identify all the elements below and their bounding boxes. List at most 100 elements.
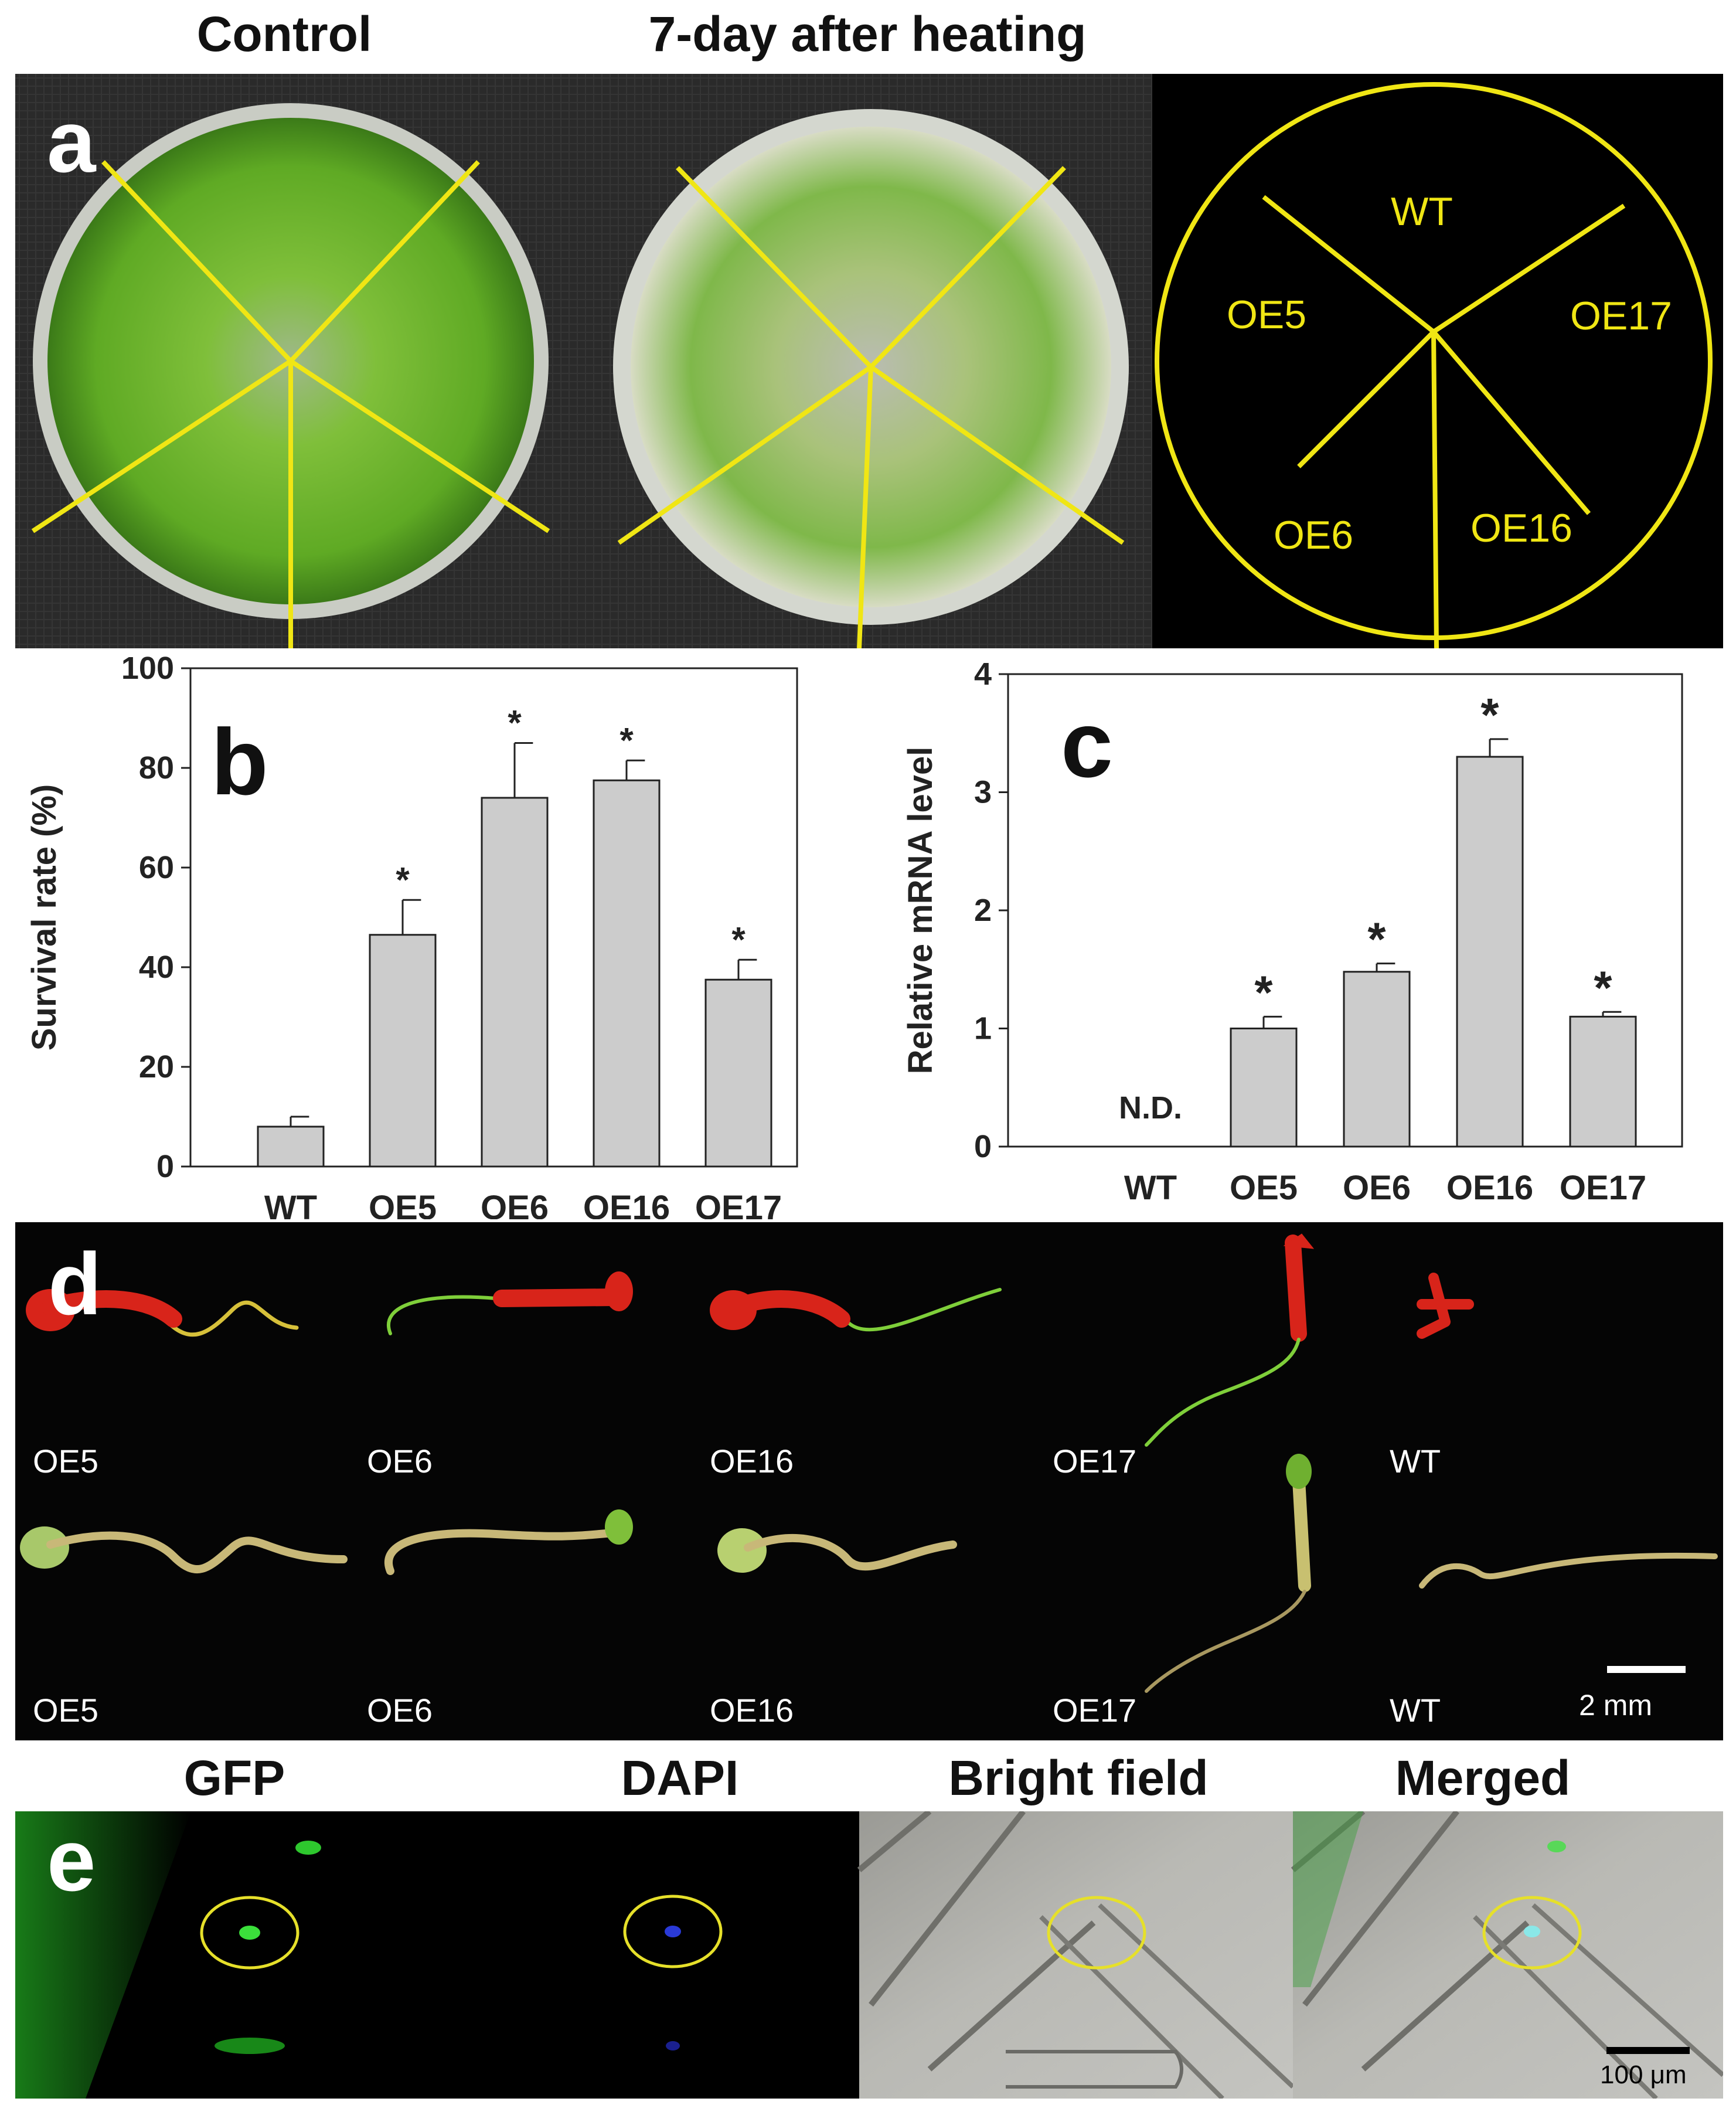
- sector-line-1-3: [869, 365, 1125, 545]
- row2-label-oe6: OE6: [367, 1692, 433, 1729]
- panel-d-label: d: [48, 1235, 102, 1333]
- bar: [593, 779, 661, 1168]
- significance-star: *: [1367, 913, 1386, 965]
- sector-line-2-4: [1431, 331, 1439, 649]
- bar: [1230, 1028, 1298, 1148]
- sector-line-2-3: [1431, 330, 1591, 515]
- significance-star: *: [619, 720, 634, 760]
- bar: [704, 978, 772, 1168]
- category-label: OE16: [583, 1189, 670, 1219]
- bar: [1569, 1015, 1637, 1148]
- y-tick-label: 2: [974, 893, 992, 928]
- panel-letter: c: [1061, 692, 1113, 797]
- sector-line-0-3: [289, 359, 550, 533]
- y-axis-label: Survival rate (%): [25, 784, 63, 1051]
- sector-label-oe6: OE6: [1274, 513, 1353, 557]
- panel-a: WT OE17 OE16 OE6 OE5 a: [15, 74, 1723, 649]
- y-tick-label: 20: [139, 1049, 174, 1084]
- y-tick-label: 3: [974, 775, 992, 810]
- y-axis-label: Relative mRNA level: [901, 747, 940, 1074]
- bar: [369, 934, 437, 1168]
- dapi-nucleus-circle: [623, 1895, 723, 1968]
- row2-label-wt: WT: [1390, 1692, 1441, 1729]
- row1-label-oe16: OE16: [710, 1443, 794, 1480]
- row1-label-oe5: OE5: [33, 1443, 99, 1480]
- significance-star: *: [396, 860, 410, 899]
- sector-line-1-2: [617, 365, 873, 545]
- fluorescence-row: [26, 1233, 1474, 1447]
- sector-line-0-2: [31, 359, 292, 533]
- sector-line-0-0: [101, 160, 292, 363]
- panel-a-header-control: Control: [196, 6, 372, 62]
- panel-e-image: [15, 1809, 1725, 2100]
- scale-bar-label-100um: 100 μm: [1600, 2060, 1687, 2089]
- sector-label-oe17: OE17: [1570, 294, 1672, 338]
- y-tick-label: 0: [156, 1149, 174, 1184]
- nd-annotation: N.D.: [1119, 1090, 1182, 1125]
- panel-e: e 100 μm: [15, 1809, 1725, 2100]
- panel-d: d OE5 OE6 OE16 OE17 WT OE5 OE6 OE16 OE17…: [15, 1222, 1723, 1740]
- sector-label-oe5: OE5: [1227, 293, 1306, 337]
- category-label: WT: [1124, 1169, 1177, 1207]
- sector-line-0-1: [289, 160, 480, 363]
- bar: [1343, 971, 1411, 1148]
- panel-e-header-dapi: DAPI: [621, 1750, 739, 1805]
- category-label: OE5: [369, 1189, 437, 1219]
- category-label: WT: [264, 1189, 317, 1219]
- sector-line-1-4: [857, 366, 873, 649]
- y-tick-label: 0: [974, 1129, 992, 1164]
- merged-image: [1293, 1811, 1723, 2099]
- y-tick-label: 100: [121, 651, 174, 686]
- category-label: OE16: [1446, 1169, 1533, 1207]
- panel-e-label: e: [47, 1811, 96, 1909]
- significance-star: *: [508, 703, 522, 743]
- row1-label-oe17: OE17: [1053, 1443, 1137, 1480]
- panel-d-image: [15, 1222, 1723, 1740]
- sector-line-2-1: [1432, 203, 1626, 334]
- row1-label-wt: WT: [1390, 1443, 1441, 1480]
- significance-star: *: [1594, 961, 1612, 1014]
- scale-bar-100um: [1606, 2047, 1690, 2054]
- y-tick-label: 4: [974, 657, 992, 692]
- significance-star: *: [1254, 966, 1273, 1018]
- scale-bar-2mm: [1607, 1666, 1686, 1673]
- row1-label-oe6: OE6: [367, 1443, 433, 1480]
- bar: [257, 1125, 325, 1168]
- bar: [481, 797, 549, 1168]
- panel-a-header-heating: 7-day after heating: [648, 6, 1087, 62]
- merged-nucleus-circle: [1482, 1896, 1582, 1970]
- panel-a-label: a: [47, 92, 96, 191]
- panel-a-image: WT OE17 OE16 OE6 OE5: [15, 74, 1723, 649]
- significance-star: *: [1480, 689, 1499, 741]
- row2-label-oe16: OE16: [710, 1692, 794, 1729]
- category-label: OE6: [1343, 1169, 1411, 1207]
- gfp-nucleus-circle: [200, 1896, 299, 1970]
- category-label: OE17: [1560, 1169, 1646, 1207]
- scale-bar-label-2mm: 2 mm: [1579, 1689, 1652, 1722]
- panel-e-header-bright-field: Bright field: [948, 1750, 1209, 1805]
- sector-line-1-0: [676, 166, 873, 369]
- schematic-circle: [1155, 82, 1713, 640]
- category-label: OE17: [695, 1189, 782, 1219]
- y-tick-label: 80: [139, 750, 174, 785]
- sector-label-oe16: OE16: [1471, 506, 1572, 550]
- category-label: OE5: [1230, 1169, 1298, 1207]
- significance-star: *: [731, 920, 746, 959]
- panel-e-header-merged: Merged: [1395, 1750, 1571, 1805]
- sector-line-2-2: [1297, 330, 1435, 468]
- row2-label-oe17: OE17: [1053, 1692, 1137, 1729]
- sector-line-1-1: [869, 166, 1066, 369]
- row2-label-oe5: OE5: [33, 1692, 99, 1729]
- bf-nucleus-circle: [1047, 1896, 1146, 1970]
- panel-letter: b: [211, 709, 268, 814]
- y-tick-label: 60: [139, 850, 174, 885]
- y-tick-label: 40: [139, 950, 174, 985]
- dapi-image: [437, 1811, 859, 2099]
- sector-label-wt: WT: [1391, 189, 1453, 234]
- y-tick-label: 1: [974, 1011, 992, 1046]
- category-label: OE6: [481, 1189, 549, 1219]
- sector-line-2-0: [1262, 195, 1435, 334]
- panel-e-header-gfp: GFP: [183, 1750, 285, 1805]
